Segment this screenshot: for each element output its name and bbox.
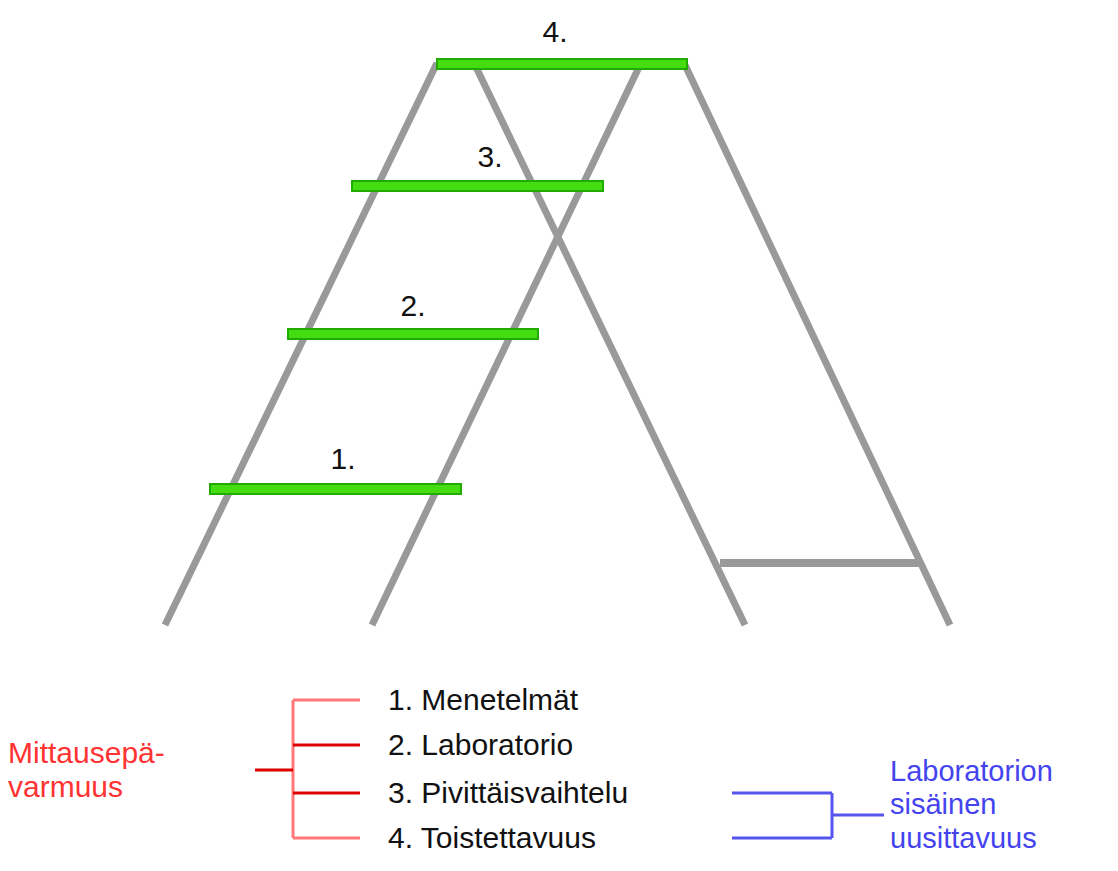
ladder-rung (210, 484, 461, 494)
ladder-brace (720, 559, 920, 567)
red-bracket (255, 700, 360, 838)
bracket-line (293, 744, 360, 747)
bracket-label: Mittausepä- varmuus (8, 736, 246, 805)
ladder-leg (372, 65, 640, 625)
bracket-label: Laboratorion sisäinen uusittavuus (890, 755, 1112, 855)
bracket-line (832, 814, 884, 817)
ladder-frame (165, 63, 950, 625)
bracket-line (293, 792, 360, 795)
ladder-leg (165, 63, 437, 625)
ladder-leg (685, 65, 950, 625)
list-item: 2. Laboratorio (388, 728, 573, 763)
ladder-rung (288, 329, 538, 339)
blue-bracket (732, 793, 884, 838)
callout-number: 2. (400, 289, 425, 324)
bracket-line (293, 837, 360, 840)
ladder-rung (352, 181, 603, 191)
bracket-line (732, 792, 832, 795)
ladder-rung (437, 59, 687, 69)
list-item: 3. Pivittäisvaihtelu (388, 776, 628, 811)
list-item: 4. Toistettavuus (388, 821, 596, 856)
ladder-rungs (210, 59, 687, 494)
callout-number: 4. (542, 15, 567, 50)
callout-number: 3. (477, 140, 502, 175)
callout-number: 1. (330, 442, 355, 477)
bracket-line (732, 837, 832, 840)
bracket-line (293, 699, 360, 702)
bracket-line (255, 769, 293, 772)
list-item: 1. Menetelmät (388, 683, 578, 718)
ladder-leg (475, 65, 745, 625)
